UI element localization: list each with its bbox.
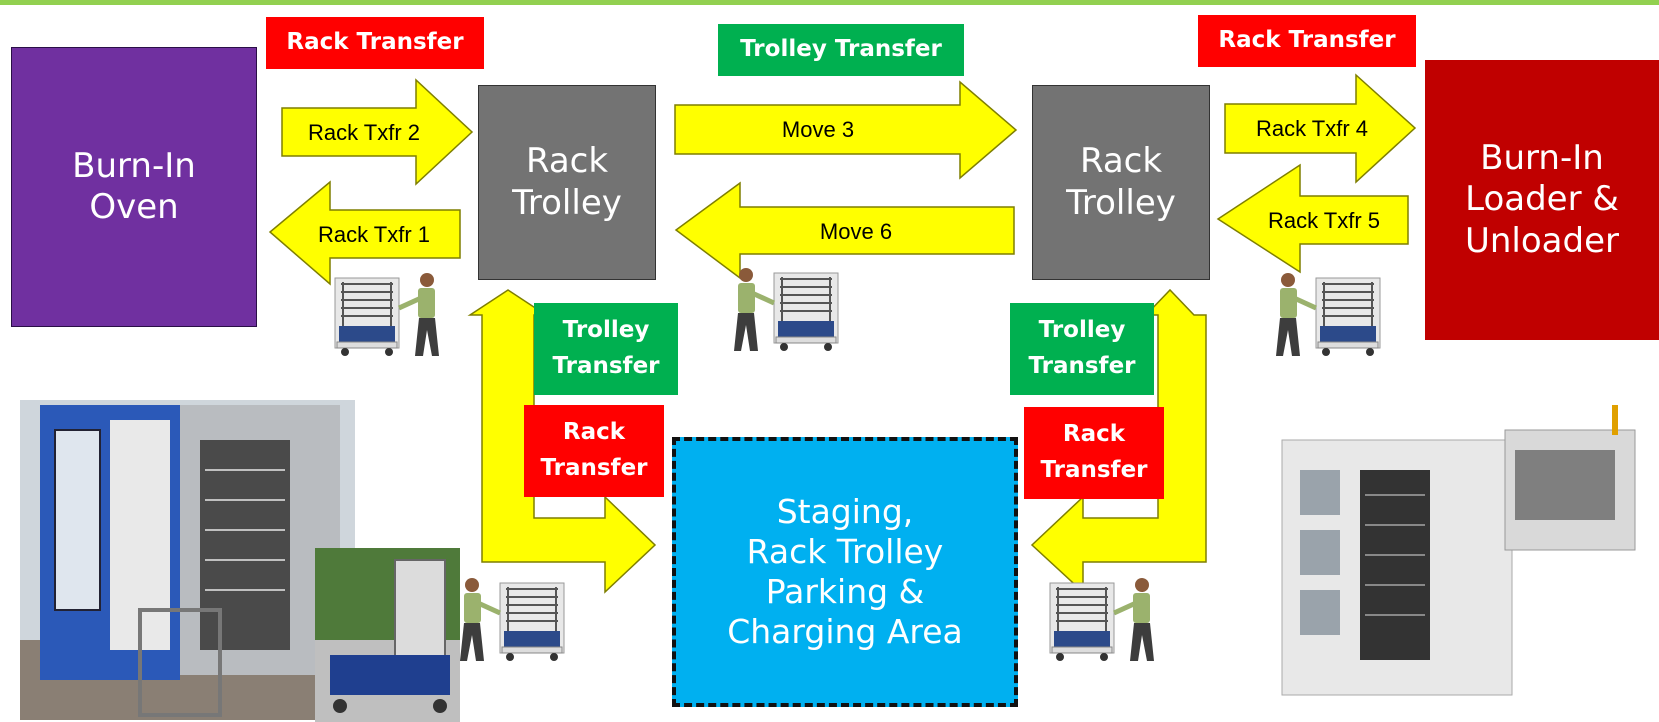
trolley-transfer-tag-left-text: Trolley Transfer: [552, 317, 660, 379]
label-move-3: Move 3: [782, 117, 854, 142]
arrow-rack-txfr-2: [281, 78, 474, 186]
staging-area-box: Staging, Rack Trolley Parking & Charging…: [672, 437, 1018, 707]
worker-trolley-icon-3: [1276, 273, 1380, 356]
rack-transfer-tag-right-text: Rack Transfer: [1218, 27, 1396, 54]
label-rack-txfr-1: Rack Txfr 1: [318, 222, 430, 247]
burn-in-oven-label: Burn-In Oven: [72, 145, 196, 227]
arrow-right-trolley-to-staging: [1030, 288, 1207, 594]
rack-transfer-tag-mid-left: Rack Transfer: [524, 405, 664, 497]
rack-transfer-tag-mid-left-text: Rack Transfer: [540, 419, 648, 481]
label-rack-txfr-5: Rack Txfr 5: [1268, 208, 1380, 233]
rack-trolley-left-label: Rack Trolley: [512, 141, 622, 223]
loader-photo: [1281, 405, 1636, 696]
arrow-left-trolley-to-staging: [467, 289, 657, 594]
staging-area-label: Staging, Rack Trolley Parking & Charging…: [727, 491, 963, 652]
burn-in-oven-box: Burn-In Oven: [11, 47, 257, 327]
rack-trolley-right-box: Rack Trolley: [1032, 85, 1210, 280]
worker-trolley-icon-1: [335, 273, 439, 356]
trolley-transfer-tag-right-text: Trolley Transfer: [1028, 317, 1136, 379]
worker-trolley-icon-2: [734, 268, 838, 351]
rack-transfer-tag-left-text: Rack Transfer: [286, 29, 464, 56]
top-accent-bar: [0, 0, 1659, 5]
arrow-rack-txfr-1: [268, 180, 461, 286]
rack-trolley-left-box: Rack Trolley: [478, 85, 656, 280]
oven-photo: [20, 400, 355, 720]
burn-in-loader-label: Burn-In Loader & Unloader: [1465, 137, 1619, 261]
trolley-transfer-tag-right: Trolley Transfer: [1010, 303, 1154, 395]
arrow-move-3: [674, 80, 1018, 180]
trolley-transfer-tag-left: Trolley Transfer: [534, 303, 678, 395]
burn-in-loader-box: Burn-In Loader & Unloader: [1425, 60, 1659, 340]
trolley-photo: [315, 548, 460, 722]
trolley-transfer-tag-top: Trolley Transfer: [718, 24, 964, 76]
rack-trolley-right-label: Rack Trolley: [1066, 141, 1176, 223]
rack-transfer-tag-mid-right-text: Rack Transfer: [1040, 421, 1148, 483]
worker-trolley-icon-5: [1050, 578, 1154, 661]
arrow-rack-txfr-4: [1224, 73, 1417, 184]
label-move-6: Move 6: [820, 219, 892, 244]
worker-trolley-icon-4: [460, 578, 564, 661]
arrow-rack-txfr-5: [1216, 163, 1409, 274]
rack-transfer-tag-mid-right: Rack Transfer: [1024, 407, 1164, 499]
rack-transfer-tag-right: Rack Transfer: [1198, 15, 1416, 67]
label-rack-txfr-2: Rack Txfr 2: [308, 120, 420, 145]
trolley-transfer-tag-top-text: Trolley Transfer: [740, 36, 942, 63]
label-rack-txfr-4: Rack Txfr 4: [1256, 116, 1368, 141]
arrow-move-6: [674, 181, 1015, 280]
rack-transfer-tag-left: Rack Transfer: [266, 17, 484, 69]
